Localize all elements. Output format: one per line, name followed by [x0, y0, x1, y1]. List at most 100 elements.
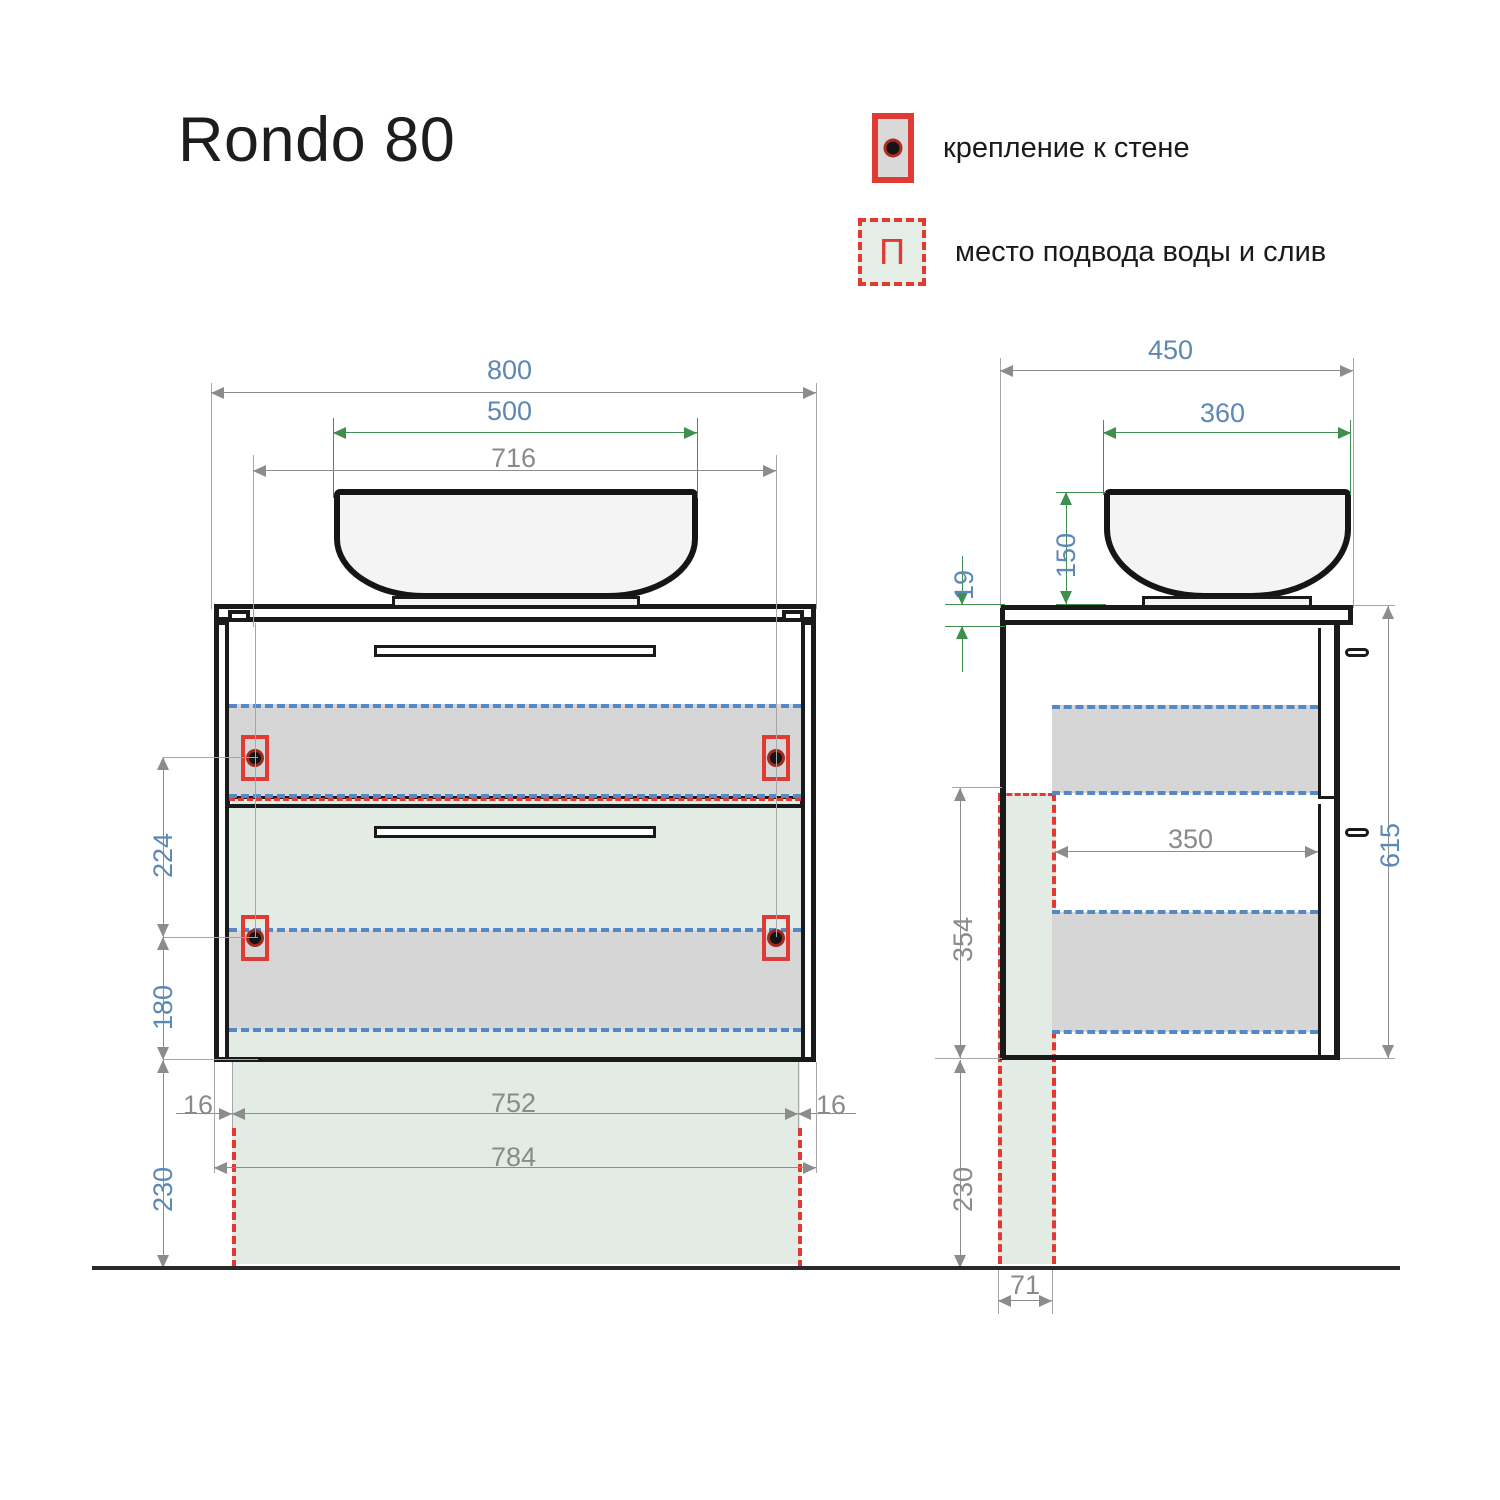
- arrow-180-bottom: [157, 1047, 169, 1060]
- ext-716-right: [776, 455, 777, 627]
- ext-784-right: [816, 1113, 817, 1173]
- ext-354-bottom: [935, 1058, 1002, 1059]
- drawer-divider-lower-line: [229, 804, 801, 808]
- ext-450-left: [1000, 358, 1001, 608]
- dimline-230-front: [163, 1060, 164, 1268]
- ext-615-bottom: [1340, 1058, 1395, 1059]
- hidden-line-2: [229, 794, 801, 798]
- arrow-19-down: [956, 592, 968, 605]
- sink-basin-side: [1104, 489, 1351, 599]
- mount-dot: [770, 932, 782, 944]
- ext-500-right: [697, 418, 698, 498]
- dim-label-180: 180: [148, 984, 178, 1030]
- arrow-71-left: [998, 1295, 1011, 1307]
- lower-drawer-knob-side[interactable]: [1345, 828, 1369, 837]
- legend-item-water-supply: П место подвода воды и слив: [858, 218, 1326, 286]
- arrow-354-top: [954, 788, 966, 801]
- arrow-716-right: [763, 465, 776, 477]
- dim-label-230-side: 230: [948, 1166, 978, 1212]
- dim-label-16-right: 16: [816, 1090, 847, 1120]
- upper-drawer-knob-side[interactable]: [1345, 648, 1369, 657]
- hidden-line-side-4: [1052, 1030, 1318, 1034]
- lower-drawer-box-side: [1052, 912, 1318, 1032]
- hidden-line-side-3: [1052, 910, 1318, 914]
- arrow-500-right: [684, 427, 697, 439]
- cabinet-front-edge-side: [1334, 625, 1340, 1060]
- wall-mount-dot-icon: [886, 141, 900, 155]
- counter-notch-right: [782, 610, 804, 622]
- ext-500-left: [333, 418, 334, 498]
- dim-label-450: 450: [1148, 335, 1194, 365]
- dim-label-360: 360: [1200, 398, 1246, 428]
- wall-mount-icon: [872, 113, 914, 183]
- ext-16-left-a: [214, 1062, 215, 1122]
- dimline-800: [211, 392, 816, 393]
- mount-leader-top-left: [163, 757, 258, 758]
- arrow-224-top: [157, 757, 169, 770]
- upper-drawer-face: [229, 622, 801, 704]
- drawer-gap-side: [1318, 796, 1340, 799]
- dim-label-354: 354: [948, 916, 978, 962]
- dimline-180: [163, 937, 164, 1060]
- sink-base-side: [1142, 596, 1312, 608]
- hidden-line-side-2: [1052, 791, 1318, 795]
- arrow-150-bottom: [1060, 591, 1072, 604]
- hidden-line-3: [229, 928, 801, 932]
- upper-drawer-front-side: [1318, 628, 1321, 796]
- dimline-19-lower: [962, 626, 963, 672]
- dim-label-716: 716: [491, 443, 537, 473]
- hidden-line-4: [229, 1028, 801, 1032]
- ext-19-bottom: [945, 626, 1005, 627]
- water-zone-right-boundary: [798, 1128, 802, 1268]
- ext-71-right: [1052, 1268, 1053, 1314]
- water-supply-icon: П: [858, 218, 926, 286]
- cabinet-right-panel: [800, 620, 816, 1062]
- counter-notch-left: [228, 610, 250, 622]
- ext-354-top: [952, 787, 1002, 788]
- dim-label-230-front: 230: [148, 1166, 178, 1212]
- upper-drawer-handle[interactable]: [374, 645, 656, 657]
- dimline-360: [1103, 432, 1351, 433]
- ext-784-left: [214, 1113, 215, 1173]
- mount-drop-left-2: [255, 623, 256, 937]
- dim-label-500: 500: [487, 396, 533, 426]
- dimline-71: [998, 1300, 1052, 1301]
- sink-base-front: [392, 596, 640, 608]
- dimline-784: [214, 1167, 816, 1168]
- ext-16-left-b: [232, 1062, 233, 1128]
- lower-hidden-zone: [229, 930, 801, 1030]
- dim-label-224: 224: [148, 832, 178, 878]
- ext-71-left: [998, 1268, 999, 1314]
- arrow-150-top: [1060, 492, 1072, 505]
- arrow-615-top: [1382, 606, 1394, 619]
- arrow-784-left: [214, 1162, 227, 1174]
- arrow-19-up: [956, 626, 968, 639]
- dim-label-752: 752: [491, 1088, 537, 1118]
- dimline-16-left: [176, 1113, 232, 1114]
- ext-19-top: [945, 604, 1005, 605]
- ext-360-right: [1350, 420, 1351, 495]
- arrow-230-front-bottom: [157, 1255, 169, 1268]
- arrow-450-right: [1340, 365, 1353, 377]
- legend-label-water-supply: место подвода воды и слив: [955, 235, 1327, 268]
- dimline-450: [1000, 370, 1353, 371]
- dimline-615: [1388, 606, 1389, 1058]
- arrow-230-side-bottom: [954, 1255, 966, 1268]
- water-zone-top-line-front: [229, 798, 801, 801]
- dimline-230-side: [960, 1060, 961, 1268]
- mount-leader-bottom-left: [163, 937, 258, 938]
- ext-150-bottom: [1056, 604, 1106, 605]
- dim-label-615: 615: [1375, 822, 1405, 868]
- arrow-800-right: [803, 387, 816, 399]
- dimline-350: [1055, 851, 1318, 852]
- cabinet-bottom-front: [214, 1057, 816, 1062]
- arrow-71-right: [1039, 1295, 1052, 1307]
- lower-drawer-handle[interactable]: [374, 826, 656, 838]
- ext-716-left: [253, 455, 254, 627]
- dim-label-800: 800: [487, 355, 533, 385]
- dimline-16-right: [798, 1113, 856, 1114]
- lower-drawer-face-lower: [229, 1030, 801, 1062]
- dimline-224: [163, 757, 164, 937]
- ext-150-top: [1056, 492, 1106, 493]
